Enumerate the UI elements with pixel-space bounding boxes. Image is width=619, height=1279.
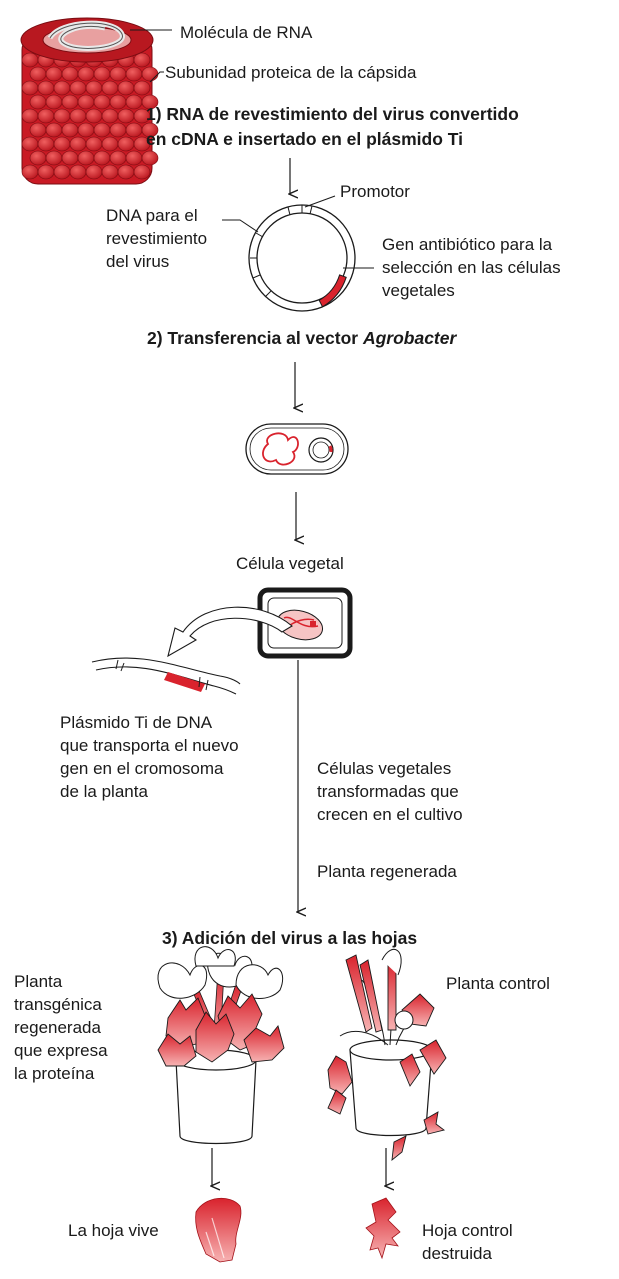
capsid-protein-subunit xyxy=(109,150,127,166)
chromosome-strand xyxy=(91,657,241,695)
capsid-protein-subunit xyxy=(141,122,159,138)
capsid-protein-subunit xyxy=(37,80,55,96)
capsid-protein-subunit xyxy=(133,108,151,124)
capsid-protein-subunit xyxy=(61,94,79,110)
capsid-protein-subunit xyxy=(133,164,151,180)
capsid-protein-subunit xyxy=(101,108,119,124)
capsid-protein-subunit xyxy=(85,108,103,124)
capsid-protein-subunit xyxy=(77,150,95,166)
capsid-protein-subunit xyxy=(69,164,87,180)
capsid-protein-subunit xyxy=(69,108,87,124)
capsid-protein-subunit xyxy=(29,150,47,166)
step1-title-line2: en cDNA e insertado en el plásmido Ti xyxy=(146,129,464,149)
capsid-protein-subunit xyxy=(133,52,151,68)
capsid-protein-subunit xyxy=(125,66,143,82)
capsid-protein-subunit xyxy=(125,94,143,110)
capsid-protein-subunit xyxy=(77,122,95,138)
capsid-protein-subunit xyxy=(125,150,143,166)
leaf-destroyed-label: Hoja control destruida xyxy=(422,1221,513,1263)
capsid-protein-subunit xyxy=(53,108,71,124)
capsid-protein-subunit xyxy=(93,150,111,166)
plant-cell xyxy=(257,587,353,659)
capsid-protein-subunit xyxy=(141,94,159,110)
transgenic-plant-label: Planta transgénica regenerada que expres… xyxy=(14,972,108,1083)
ti-plasmid-dna-label: Plásmido Ti de DNA que transporta el nue… xyxy=(60,713,239,801)
capsid-leader-line xyxy=(149,71,164,83)
capsid-protein-subunit xyxy=(45,150,63,166)
capsid-protein-subunit xyxy=(101,136,119,152)
destroyed-leaf xyxy=(365,1197,401,1260)
capsid-protein-subunit xyxy=(117,164,135,180)
coat-dna-leader-line xyxy=(222,219,259,233)
regenerated-plant-label: Planta regenerada xyxy=(317,862,457,881)
capsid-protein-subunit xyxy=(85,136,103,152)
capsid-protein-subunit xyxy=(21,80,39,96)
step2-title-prefix: 2) Transferencia al vector xyxy=(147,328,363,348)
capsid-protein-subunit xyxy=(45,122,63,138)
coat-dna-label: DNA para el revestimiento del virus xyxy=(106,206,208,271)
virus-capsid-illustration xyxy=(20,17,159,185)
capsid-protein-subunit xyxy=(93,66,111,82)
rna-molecule-label: Molécula de RNA xyxy=(180,23,313,42)
capsid-protein-subunit xyxy=(141,150,159,166)
capsid-protein-subunit xyxy=(61,66,79,82)
living-leaf xyxy=(195,1198,242,1263)
capsid-protein-subunit xyxy=(117,108,135,124)
capsid-protein-subunit xyxy=(77,94,95,110)
transgenic-plant xyxy=(157,946,285,1145)
control-plant xyxy=(327,948,447,1162)
capsid-protein-subunit xyxy=(61,150,79,166)
plant-cell-label: Célula vegetal xyxy=(236,554,344,573)
control-plant-label: Planta control xyxy=(446,974,550,993)
capsid-protein-subunit xyxy=(29,122,47,138)
capsid-protein-subunit xyxy=(93,94,111,110)
capsid-protein-subunit xyxy=(133,80,151,96)
step3-title: 3) Adición del virus a las hojas xyxy=(162,928,418,948)
step2-title-italic: Agrobacter xyxy=(362,328,457,348)
capsid-protein-subunit xyxy=(117,136,135,152)
capsid-protein-subunit xyxy=(37,164,55,180)
capsid-protein-subunit xyxy=(69,136,87,152)
capsid-protein-subunit xyxy=(29,66,47,82)
capsid-protein-subunit xyxy=(21,136,39,152)
capsid-protein-subunit xyxy=(109,66,127,82)
capsid-protein-subunit xyxy=(53,136,71,152)
capsid-protein-subunit xyxy=(21,108,39,124)
capsid-protein-subunit xyxy=(69,80,87,96)
capsid-protein-subunit xyxy=(141,66,159,82)
capsid-protein-subunit xyxy=(101,80,119,96)
capsid-protein-subunit xyxy=(109,94,127,110)
step2-title: 2) Transferencia al vector Agrobacter xyxy=(147,327,456,350)
capsid-protein-subunit xyxy=(85,164,103,180)
capsid-subunit-label: Subunidad proteica de la cápsida xyxy=(165,63,417,82)
promoter-label: Promotor xyxy=(340,182,410,201)
capsid-protein-subunit xyxy=(53,80,71,96)
capsid-protein-subunit xyxy=(61,122,79,138)
capsid-protein-subunit xyxy=(21,164,39,180)
capsid-protein-subunit xyxy=(101,164,119,180)
capsid-protein-subunit xyxy=(85,80,103,96)
capsid-protein-subunit xyxy=(37,108,55,124)
capsid-protein-subunit xyxy=(133,136,151,152)
capsid-protein-subunit xyxy=(45,94,63,110)
agrobacter-cell xyxy=(245,423,349,475)
antibiotic-gene-label: Gen antibiótico para la selección en las… xyxy=(382,235,561,300)
capsid-protein-subunit xyxy=(37,136,55,152)
capsid-protein-subunit xyxy=(21,52,39,68)
ti-plasmid-ring xyxy=(248,204,356,312)
capsid-protein-subunit xyxy=(53,164,71,180)
capsid-protein-subunit xyxy=(93,122,111,138)
curved-arrow-to-chromosome xyxy=(167,606,293,658)
capsid-protein-subunit xyxy=(117,80,135,96)
transformed-cells-label: Células vegetales transformadas que crec… xyxy=(317,759,463,824)
capsid-protein-subunit xyxy=(125,122,143,138)
leaf-lives-label: La hoja vive xyxy=(68,1221,159,1240)
capsid-protein-subunit xyxy=(109,122,127,138)
capsid-protein-subunit xyxy=(45,66,63,82)
step1-title-line1: 1) RNA de revestimiento del virus conver… xyxy=(146,104,519,124)
capsid-protein-subunit xyxy=(77,66,95,82)
capsid-protein-subunit xyxy=(29,94,47,110)
promoter-leader-line xyxy=(304,195,336,208)
